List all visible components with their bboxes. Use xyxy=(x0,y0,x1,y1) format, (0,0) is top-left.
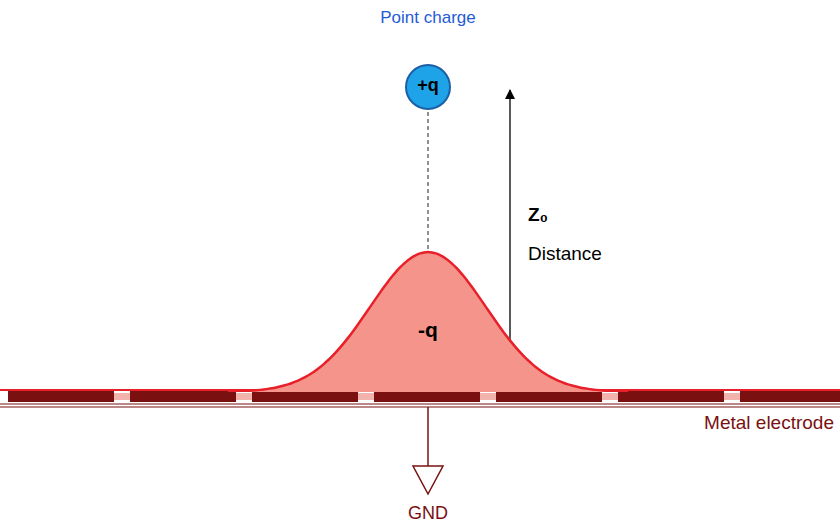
induced-charge: -q xyxy=(228,250,628,392)
node-text: -q xyxy=(228,318,628,342)
point-charge: Point charge +q xyxy=(364,8,492,111)
node-text: +q xyxy=(364,75,492,96)
charge-fill xyxy=(228,252,628,392)
distance-symbol: Z₀ xyxy=(528,204,548,226)
ground-wire xyxy=(427,407,429,466)
ground-symbol xyxy=(413,466,443,494)
charge-curve xyxy=(228,252,628,392)
electrode-base xyxy=(0,403,840,404)
electrode-segments xyxy=(8,391,840,402)
node-text: Point charge xyxy=(364,8,492,28)
electrode-gaps xyxy=(114,393,740,400)
electrode-base xyxy=(0,406,840,407)
ground-label: GND xyxy=(408,503,448,524)
electrode-label: Metal electrode xyxy=(704,412,834,434)
distance-label: Distance xyxy=(528,243,602,265)
charge-axis xyxy=(427,112,428,252)
